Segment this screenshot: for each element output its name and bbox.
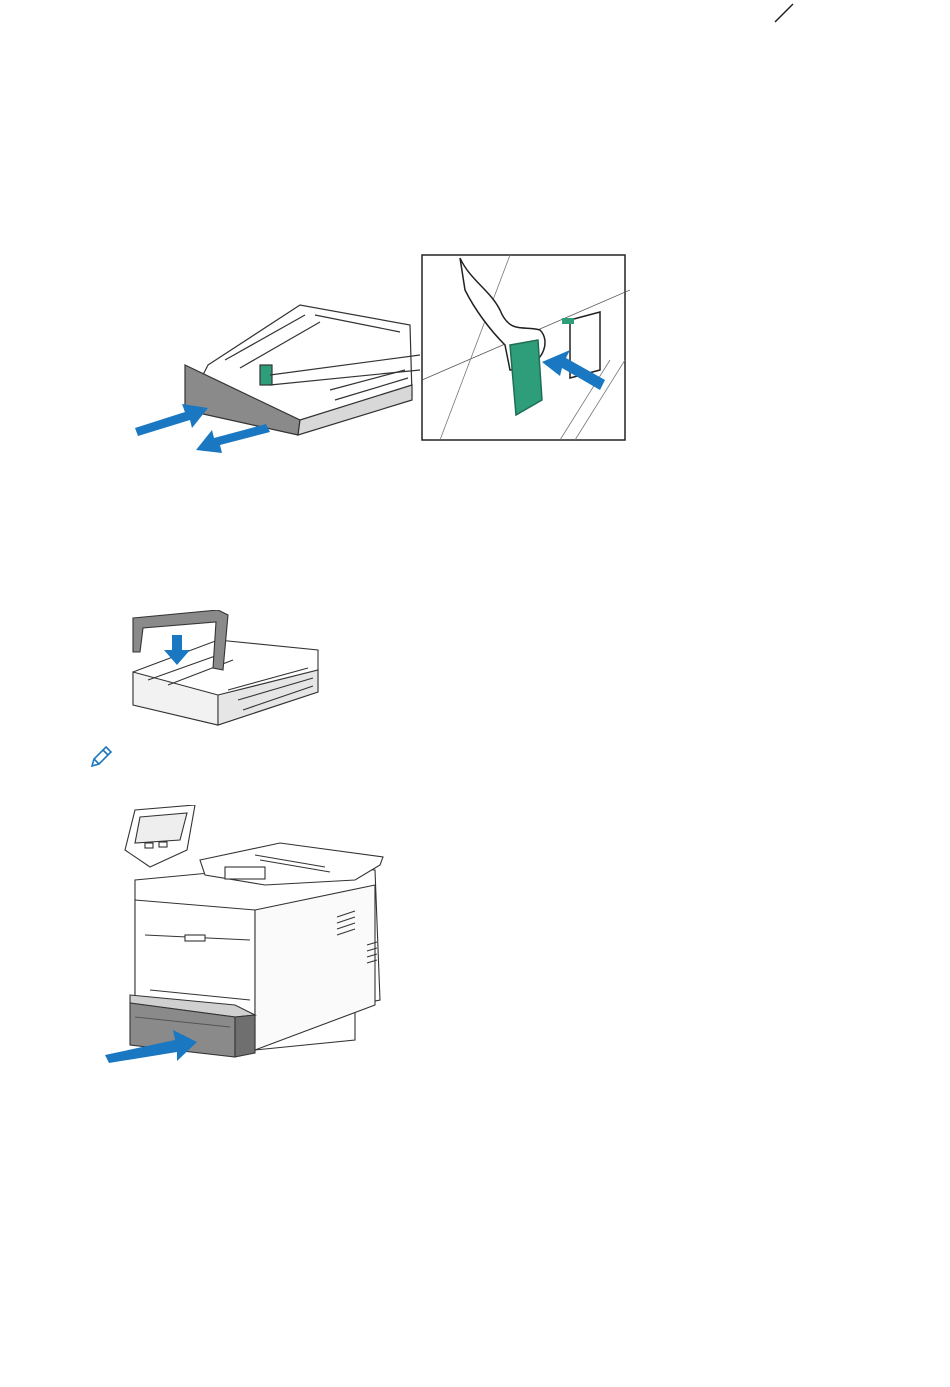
paper-tray-with-cover: [133, 610, 318, 725]
corner-crop-mark-icon: [773, 2, 795, 24]
zoom-inset: [422, 255, 630, 440]
paper-tray-illustration: [185, 305, 420, 435]
pencil-note-icon: [88, 744, 114, 770]
figure-printer-insert-tray: [105, 805, 385, 1067]
figure-tray-length-guide: [130, 250, 630, 455]
figure-tray-cover: [128, 610, 323, 728]
